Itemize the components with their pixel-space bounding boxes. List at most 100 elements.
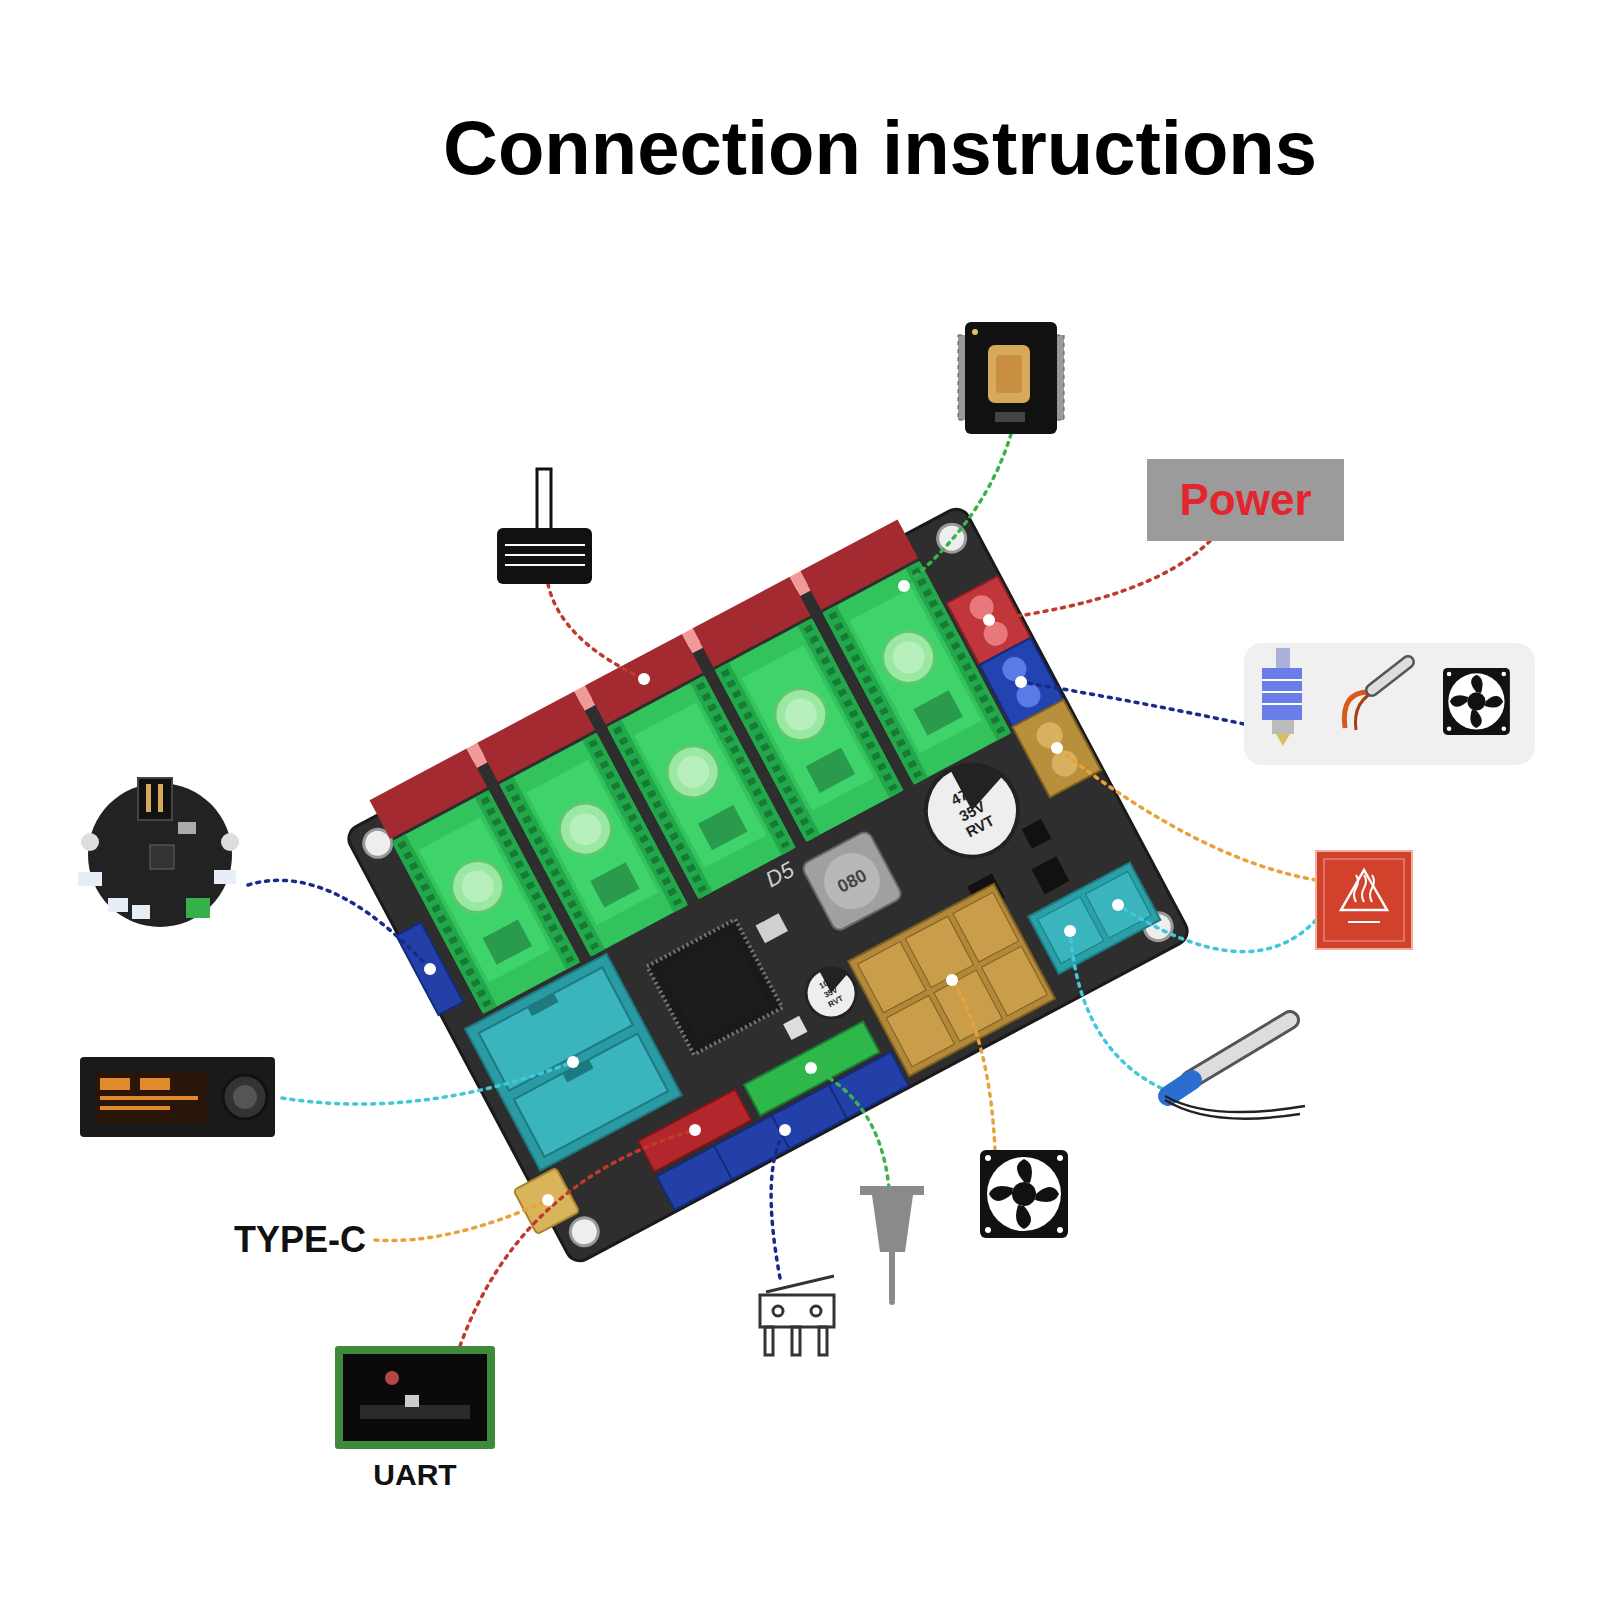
sensor-icon <box>497 469 592 584</box>
display-icon <box>100 1106 170 1110</box>
probe-icon <box>889 1252 895 1300</box>
heated-bed-icon <box>1341 870 1387 910</box>
uart-screen-icon <box>335 1346 495 1449</box>
sensor-icon <box>505 554 585 556</box>
fan-connector <box>848 884 1055 1076</box>
stepper-driver-icon <box>988 345 1030 403</box>
leader-line <box>460 1130 695 1346</box>
toolboard-icon <box>81 833 99 851</box>
thermistor-icon <box>1190 1020 1290 1080</box>
endstop-connector <box>714 1146 732 1180</box>
leader-line <box>248 434 1316 1346</box>
toolboard-icon <box>178 822 196 834</box>
stepper-driver-icon <box>958 322 1064 434</box>
toolboard-icon <box>78 872 102 886</box>
mosfet <box>1022 819 1052 849</box>
control-board <box>565 1213 603 1251</box>
endstop-icon <box>760 1276 834 1355</box>
uart-screen-icon <box>360 1405 470 1419</box>
leader-line <box>1021 682 1244 724</box>
uart-screen-icon <box>343 1354 487 1441</box>
leader-line <box>1070 931 1178 1095</box>
mosfet <box>1032 856 1070 894</box>
leader-dot <box>638 673 650 685</box>
probe-icon <box>872 1195 913 1252</box>
heated-bed-icon <box>1316 851 1412 949</box>
heated-bed-icon <box>1316 851 1412 949</box>
node-text: Power <box>1179 476 1311 524</box>
leader-dot <box>424 963 436 975</box>
hotend-group <box>1272 720 1294 734</box>
leader-dot <box>983 614 995 626</box>
toolboard-icon <box>88 783 232 927</box>
display-icon <box>80 1057 275 1137</box>
fan-connector <box>982 946 1048 1016</box>
leader-dot <box>805 1062 817 1074</box>
thermistor-icon <box>1190 1020 1290 1080</box>
display-icon <box>80 1057 275 1137</box>
toolboard-icon <box>138 778 172 820</box>
uart-screen-icon <box>385 1371 399 1385</box>
leader-line <box>375 1200 548 1241</box>
stepper-driver-icon <box>965 322 1057 434</box>
bed-terminal <box>1012 700 1101 798</box>
sensor-icon <box>497 528 592 584</box>
port-label: TYPE-C <box>234 1222 366 1258</box>
hotend-group <box>1262 679 1302 681</box>
inductor <box>814 843 890 919</box>
hotend-group <box>1276 648 1290 668</box>
stepper-driver-icon <box>996 355 1022 393</box>
leader-line <box>989 541 1210 620</box>
endstop-icon <box>773 1306 783 1316</box>
hotend-group <box>1262 668 1302 720</box>
leader-line <box>811 1068 889 1188</box>
sensor-icon <box>505 544 585 546</box>
leader-line <box>952 980 995 1150</box>
mcu-chip <box>647 919 782 1054</box>
fan-icon <box>980 1150 1068 1238</box>
leader-dot <box>779 1124 791 1136</box>
display-icon <box>233 1085 257 1109</box>
uart-screen-icon <box>335 1346 495 1449</box>
uart-screen-icon <box>405 1395 419 1407</box>
leader-dot <box>1015 676 1027 688</box>
toolboard-icon <box>214 870 236 884</box>
leader-line <box>282 1062 573 1104</box>
leader-line <box>771 1130 785 1278</box>
toolboard-icon <box>221 833 239 851</box>
probe-icon <box>860 1186 924 1195</box>
probe-connector <box>396 922 463 1015</box>
thermistor-icon <box>1168 1080 1192 1096</box>
toolboard-icon <box>186 898 210 918</box>
inductor <box>801 830 904 933</box>
leader-dot <box>1112 899 1124 911</box>
stepper-driver-icon <box>958 335 966 420</box>
leader-dot <box>542 1194 554 1206</box>
heated-bed-icon <box>1324 859 1404 941</box>
bed-terminal <box>1012 700 1101 798</box>
toolboard-icon <box>158 784 163 812</box>
inductor <box>801 830 904 933</box>
hotend-group <box>1372 662 1408 690</box>
thermistor-icon <box>1165 1020 1305 1119</box>
stepper-driver-icon <box>1056 335 1064 420</box>
stepper-driver-icon <box>995 412 1025 422</box>
diagram-title: Connection instructions <box>300 110 1460 186</box>
mcu-chip <box>661 933 769 1041</box>
mcu-chip <box>756 913 788 943</box>
probe-icon <box>889 1299 895 1305</box>
hotend-group <box>1262 691 1302 693</box>
heated-bed-icon <box>1354 875 1358 902</box>
endstop-icon <box>760 1295 834 1327</box>
leader-dot <box>689 1124 701 1136</box>
thermistor-icon <box>1165 1100 1300 1119</box>
leader-dot <box>567 1056 579 1068</box>
sensor-icon <box>505 564 585 566</box>
toolboard-icon <box>150 845 174 869</box>
exp-header <box>527 993 558 1016</box>
display-icon <box>100 1096 198 1100</box>
power-box: Power <box>1147 459 1344 541</box>
fan-connector <box>953 892 1019 962</box>
toolboard-icon <box>146 784 151 812</box>
